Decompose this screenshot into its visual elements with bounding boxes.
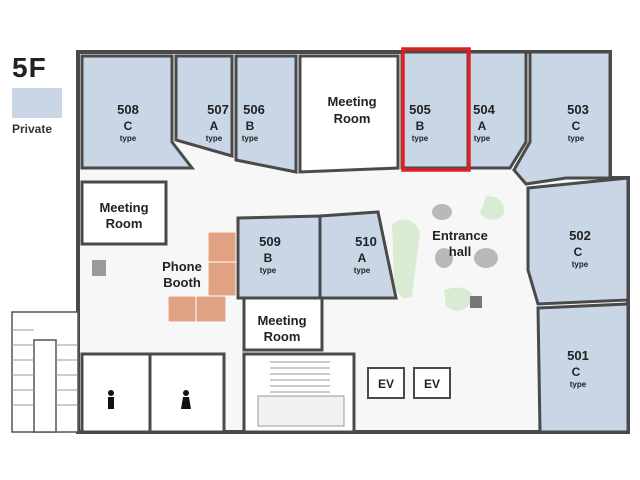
svg-text:type: type: [568, 134, 585, 143]
svg-text:type: type: [570, 380, 587, 389]
svg-text:type: type: [120, 134, 137, 143]
pillar: [470, 296, 482, 308]
svg-text:type: type: [474, 134, 491, 143]
svg-text:C: C: [572, 119, 581, 133]
room-506[interactable]: [234, 54, 298, 174]
meeting-room-top-label: Meeting Room: [327, 94, 376, 126]
svg-text:505: 505: [409, 102, 431, 117]
rock-1: [432, 204, 452, 220]
svg-text:type: type: [412, 134, 429, 143]
svg-text:Room: Room: [264, 329, 301, 344]
svg-text:504: 504: [473, 102, 495, 117]
phone-booths[interactable]: [167, 231, 237, 323]
elevator-1-label: EV: [378, 377, 394, 391]
phone-booth-label: Phone Booth: [162, 259, 202, 290]
room-507[interactable]: [174, 54, 234, 158]
svg-text:A: A: [210, 119, 219, 133]
room-510-label: 510 A type: [354, 234, 377, 275]
svg-text:type: type: [354, 266, 371, 275]
svg-text:Phone: Phone: [162, 259, 202, 274]
room-508-label: 508 C type: [117, 102, 139, 143]
entrance-greenery: [392, 196, 505, 311]
svg-text:A: A: [358, 251, 367, 265]
rock-2: [435, 248, 453, 268]
restroom-core: [80, 260, 356, 434]
room-504-label: 504 A type: [473, 102, 495, 143]
svg-text:Meeting: Meeting: [99, 200, 148, 215]
svg-text:509: 509: [259, 234, 281, 249]
meeting-room-left[interactable]: [80, 180, 168, 246]
elevator-1[interactable]: [367, 367, 405, 399]
highlight-room-505: [401, 47, 471, 172]
svg-text:Booth: Booth: [163, 275, 201, 290]
rock-3: [474, 248, 498, 268]
svg-text:Room: Room: [106, 216, 143, 231]
female-toilet-icon: [181, 390, 191, 409]
room-509[interactable]: [236, 214, 322, 300]
room-507-label: 507 A type: [206, 102, 229, 143]
svg-text:C: C: [574, 245, 583, 259]
room-502-label: 502 C type: [569, 228, 591, 269]
elevator-2[interactable]: [413, 367, 451, 399]
room-501-label: 501 C type: [567, 348, 589, 389]
floor-label: 5F: [12, 52, 47, 83]
male-toilet-icon: [108, 390, 114, 409]
room-509-label: 509 B type: [259, 234, 281, 275]
svg-text:C: C: [124, 119, 133, 133]
svg-text:Room: Room: [334, 111, 371, 126]
svg-text:B: B: [264, 251, 273, 265]
room-510[interactable]: [318, 210, 398, 300]
legend-private-swatch: [12, 88, 62, 118]
meeting-room-left-label: Meeting Room: [99, 200, 148, 231]
room-508[interactable]: [80, 54, 196, 170]
svg-text:type: type: [206, 134, 223, 143]
room-503[interactable]: [512, 50, 612, 186]
room-501[interactable]: [536, 302, 630, 434]
legend-private-label: Private: [12, 122, 53, 136]
svg-text:B: B: [246, 119, 255, 133]
svg-text:type: type: [242, 134, 259, 143]
svg-text:hall: hall: [449, 244, 471, 259]
meeting-room-bottom[interactable]: [242, 296, 324, 352]
meeting-room-top[interactable]: [298, 54, 400, 174]
svg-text:C: C: [572, 365, 581, 379]
svg-text:502: 502: [569, 228, 591, 243]
svg-text:501: 501: [567, 348, 589, 363]
svg-text:A: A: [478, 119, 487, 133]
room-506-label: 506 B type: [242, 102, 265, 143]
svg-text:503: 503: [567, 102, 589, 117]
svg-text:Meeting: Meeting: [327, 94, 376, 109]
svg-text:Entrance: Entrance: [432, 228, 488, 243]
exterior-stairs: [11, 311, 79, 433]
room-503-label: 503 C type: [567, 102, 589, 143]
svg-text:type: type: [260, 266, 277, 275]
svg-text:507: 507: [207, 102, 229, 117]
svg-text:510: 510: [355, 234, 377, 249]
svg-text:B: B: [416, 119, 425, 133]
elevator-2-label: EV: [424, 377, 440, 391]
room-502[interactable]: [526, 176, 630, 306]
svg-text:Meeting: Meeting: [257, 313, 306, 328]
room-505-label: 505 B type: [409, 102, 431, 143]
meeting-room-bottom-label: Meeting Room: [257, 313, 306, 344]
entrance-hall-label: Entrance hall: [432, 228, 488, 259]
svg-text:506: 506: [243, 102, 265, 117]
svg-text:508: 508: [117, 102, 139, 117]
svg-text:type: type: [572, 260, 589, 269]
